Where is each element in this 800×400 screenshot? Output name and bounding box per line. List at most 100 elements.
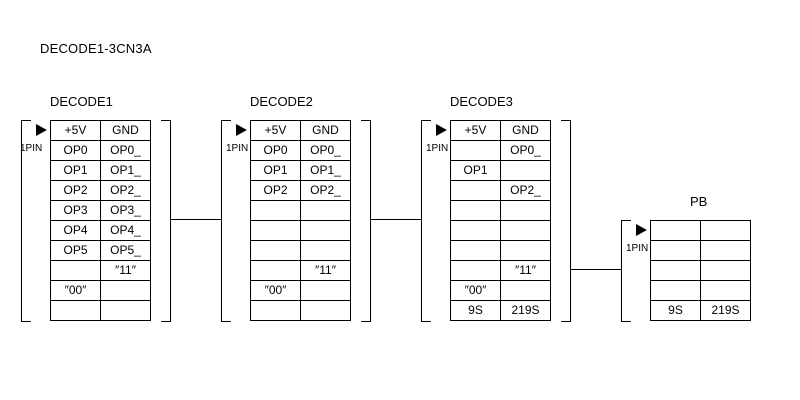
pin-cell-left bbox=[450, 180, 501, 201]
pin-cell-right bbox=[700, 220, 751, 241]
pin-cell-right bbox=[300, 240, 351, 261]
pin-cell-right: 219S bbox=[500, 300, 551, 321]
diagram-title: DECODE1-3CN3A bbox=[40, 41, 152, 56]
pin-cell-right bbox=[300, 300, 351, 321]
pin-row: OP1 bbox=[450, 160, 551, 181]
pin-cell-left bbox=[250, 200, 301, 221]
pin-cell-right bbox=[500, 280, 551, 301]
pin1-label: 1PIN bbox=[426, 143, 449, 154]
pin-cell-right: ″11″ bbox=[300, 260, 351, 281]
pin1-marker-icon bbox=[36, 124, 47, 136]
pin-cell-right: OP0_ bbox=[300, 140, 351, 161]
pin-cell-right bbox=[500, 200, 551, 221]
pin-cell-left: OP0 bbox=[50, 140, 101, 161]
pin-row: ″11″ bbox=[450, 260, 551, 281]
pin-cell-left: ″00″ bbox=[50, 280, 101, 301]
pin1-label: 1PIN bbox=[20, 143, 43, 154]
pin1-marker-icon bbox=[436, 124, 447, 136]
connector-name-decode3: DECODE3 bbox=[450, 94, 513, 109]
pin-row: ″00″ bbox=[450, 280, 551, 301]
pin-cell-right bbox=[700, 240, 751, 261]
pin-cell-left: OP0 bbox=[250, 140, 301, 161]
wire bbox=[371, 219, 421, 220]
pin-cell-left: OP1 bbox=[250, 160, 301, 181]
pin-cell-right: ″11″ bbox=[500, 260, 551, 281]
pin-cell-right: OP1_ bbox=[100, 160, 151, 181]
pin1-marker-icon bbox=[636, 224, 647, 236]
pin-cell-left bbox=[650, 220, 701, 241]
pin-cell-left bbox=[50, 260, 101, 281]
connector-right-bracket bbox=[361, 120, 371, 322]
pin-cell-right bbox=[300, 220, 351, 241]
pin-cell-left bbox=[50, 300, 101, 321]
pin-row bbox=[50, 300, 151, 321]
pin-cell-right: OP2_ bbox=[100, 180, 151, 201]
pin-row bbox=[650, 280, 751, 301]
pin-row bbox=[450, 220, 551, 241]
pin-cell-left bbox=[250, 260, 301, 281]
pin-cell-right bbox=[500, 240, 551, 261]
pin-cell-right: ″11″ bbox=[100, 260, 151, 281]
pin-cell-left bbox=[650, 240, 701, 261]
pin-cell-left: +5V bbox=[50, 120, 101, 141]
pin-cell-left: ″00″ bbox=[450, 280, 501, 301]
pin-cell-right bbox=[100, 300, 151, 321]
pin-cell-right: OP2_ bbox=[500, 180, 551, 201]
connector-right-bracket bbox=[161, 120, 171, 322]
connector-right-bracket bbox=[561, 120, 571, 322]
pin-cell-right bbox=[300, 200, 351, 221]
connector-name-pb: PB bbox=[690, 194, 708, 209]
pin-cell-left: 9S bbox=[650, 300, 701, 321]
pin-cell-left: ″00″ bbox=[250, 280, 301, 301]
pin-cell-left: OP2 bbox=[250, 180, 301, 201]
pin-cell-right: OP0_ bbox=[500, 140, 551, 161]
pin-cell-left: OP1 bbox=[50, 160, 101, 181]
pin-cell-left bbox=[450, 140, 501, 161]
pin-cell-right bbox=[500, 220, 551, 241]
connector-left-bracket bbox=[421, 120, 431, 322]
pin-cell-left bbox=[250, 220, 301, 241]
pin-row bbox=[650, 260, 751, 281]
pin-row: ″00″ bbox=[50, 280, 151, 301]
pin-cell-left bbox=[650, 260, 701, 281]
connector-left-bracket bbox=[621, 220, 631, 322]
pin-cell-left: OP3 bbox=[50, 200, 101, 221]
pin-cell-left bbox=[250, 240, 301, 261]
pin-cell-left bbox=[450, 220, 501, 241]
wire bbox=[571, 269, 621, 270]
pin-row bbox=[250, 200, 351, 221]
pin-cell-left: +5V bbox=[250, 120, 301, 141]
connector-left-bracket bbox=[221, 120, 231, 322]
pin-row: ″11″ bbox=[50, 260, 151, 281]
pin-cell-left: OP1 bbox=[450, 160, 501, 181]
connector-name-decode1: DECODE1 bbox=[50, 94, 113, 109]
pin-cell-right: OP0_ bbox=[100, 140, 151, 161]
pin-cell-right: OP4_ bbox=[100, 220, 151, 241]
connector-name-decode2: DECODE2 bbox=[250, 94, 313, 109]
pin-cell-right: GND bbox=[300, 120, 351, 141]
pin1-label: 1PIN bbox=[626, 243, 649, 254]
pin-row bbox=[650, 240, 751, 261]
pin-row bbox=[250, 240, 351, 261]
pin-cell-left: +5V bbox=[450, 120, 501, 141]
pin-cell-left bbox=[450, 240, 501, 261]
connector-left-bracket bbox=[21, 120, 31, 322]
pin-row bbox=[450, 240, 551, 261]
pin-cell-right bbox=[100, 280, 151, 301]
